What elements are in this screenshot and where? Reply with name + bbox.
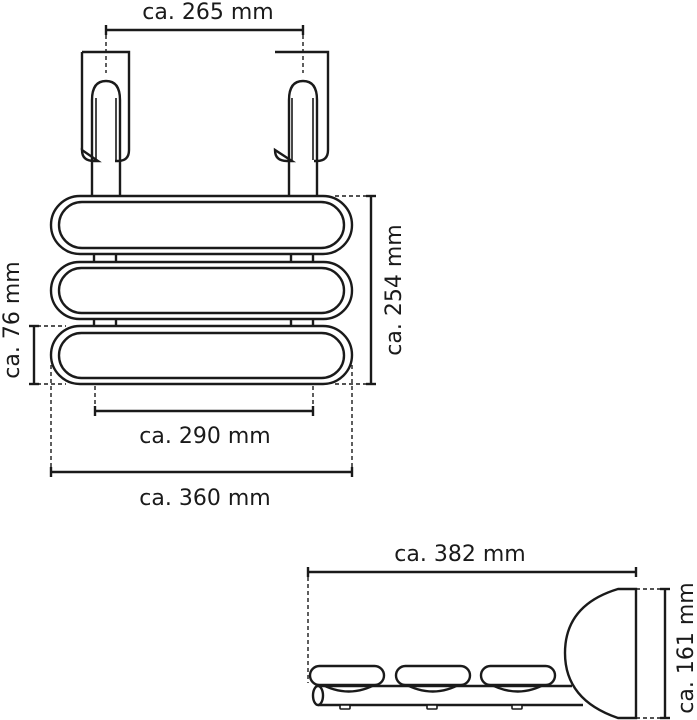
- dimension-label-382: ca. 382 mm: [394, 542, 525, 567]
- dimension-wall-bracket-spacing: ca. 265 mm: [104, 0, 305, 73]
- dimension-label-360: ca. 360 mm: [139, 486, 270, 511]
- left-wall-bracket: [80, 50, 131, 195]
- dimension-slat-height: ca. 76 mm: [0, 261, 66, 386]
- dimension-label-76: ca. 76 mm: [0, 261, 25, 378]
- side-wall-bracket: [563, 587, 638, 720]
- dimension-total-height: ca. 254 mm: [335, 194, 407, 386]
- dimension-label-290: ca. 290 mm: [139, 424, 270, 449]
- side-slat-1: [308, 664, 386, 693]
- dimension-depth: ca. 382 mm: [306, 542, 638, 683]
- dimension-label-254: ca. 254 mm: [382, 224, 407, 355]
- side-slat-3: [479, 664, 557, 693]
- seat-slat-2: [49, 260, 354, 321]
- side-slat-2: [394, 664, 472, 693]
- seat-slat-3: [49, 324, 354, 386]
- dimension-side-height: ca. 161 mm: [636, 582, 697, 720]
- seat-slat-1: [49, 194, 354, 256]
- dimension-label-161: ca. 161 mm: [674, 582, 697, 713]
- dimension-total-width: ca. 360 mm: [49, 365, 354, 511]
- front-view: ca. 265 mm: [0, 0, 407, 511]
- side-view: ca. 382 mm: [306, 542, 697, 720]
- dimension-inner-width: ca. 290 mm: [93, 386, 315, 449]
- dimension-label-265: ca. 265 mm: [142, 0, 273, 25]
- right-wall-bracket: [273, 50, 330, 195]
